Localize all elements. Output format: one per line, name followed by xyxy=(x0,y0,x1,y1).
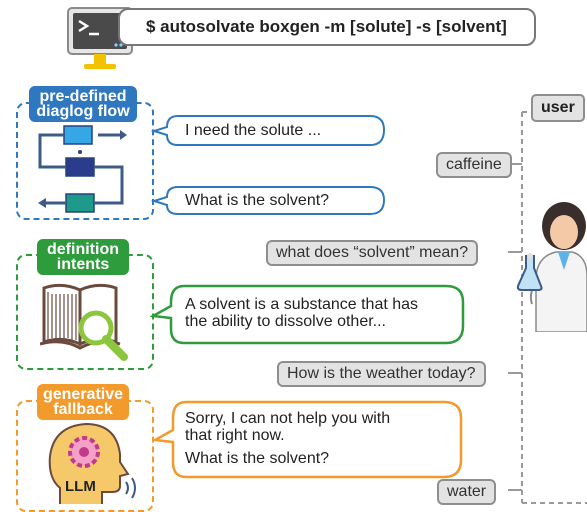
bubble-4-line-2: that right now. xyxy=(185,427,285,444)
generative-fallback-tag-line-2: fallback xyxy=(53,401,113,418)
speech-bubble-2 xyxy=(150,186,386,215)
definition-intents-tag: definition intents xyxy=(37,239,129,275)
computer-icon xyxy=(66,6,134,77)
user-label: user xyxy=(531,94,585,122)
user-message-2: what does “solvent” mean? xyxy=(266,240,479,266)
definition-intents-tag-line-1: definition xyxy=(47,241,119,258)
flowchart-icon xyxy=(34,124,134,221)
generative-fallback-tag-line-1: generative xyxy=(42,386,124,403)
scientist-icon xyxy=(516,200,587,337)
dialog-flow-tag-line-1: pre-defined xyxy=(39,88,127,105)
bubble-4-line-3: What is the solvent? xyxy=(185,450,330,467)
llm-head-icon xyxy=(46,422,146,511)
command-text: $ autosolvate boxgen -m [solute] -s [sol… xyxy=(146,17,507,36)
bubble-1-text: I need the solute ... xyxy=(185,122,322,139)
book-magnifier-icon xyxy=(39,282,132,367)
bubble-4-text: Sorry, I can not help you with that righ… xyxy=(185,410,390,467)
dialog-flow-tag-line-2: diaglog flow xyxy=(36,103,130,120)
speech-bubble-3 xyxy=(150,284,465,345)
bubble-3-line-1: A solvent is a substance that has xyxy=(185,296,419,313)
speech-bubble-4 xyxy=(152,400,463,479)
llm-label: LLM xyxy=(65,478,96,495)
dialog-flow-tag: pre-defined diaglog flow xyxy=(29,86,137,122)
generative-fallback-tag: generative fallback xyxy=(37,384,129,420)
user-message-4: water xyxy=(437,479,497,505)
bubble-4-line-1: Sorry, I can not help you with xyxy=(185,410,391,427)
user-message-3: How is the weather today? xyxy=(277,361,486,387)
bubble-3-text: A solvent is a substance that has the ab… xyxy=(185,296,418,330)
speech-bubble-1 xyxy=(150,115,386,146)
command-box xyxy=(118,8,536,46)
bubble-2-text: What is the solvent? xyxy=(185,192,330,209)
bubble-3-line-2: the ability to dissolve other... xyxy=(185,313,386,330)
user-message-1: caffeine xyxy=(436,152,512,178)
definition-intents-tag-line-2: intents xyxy=(56,256,110,273)
